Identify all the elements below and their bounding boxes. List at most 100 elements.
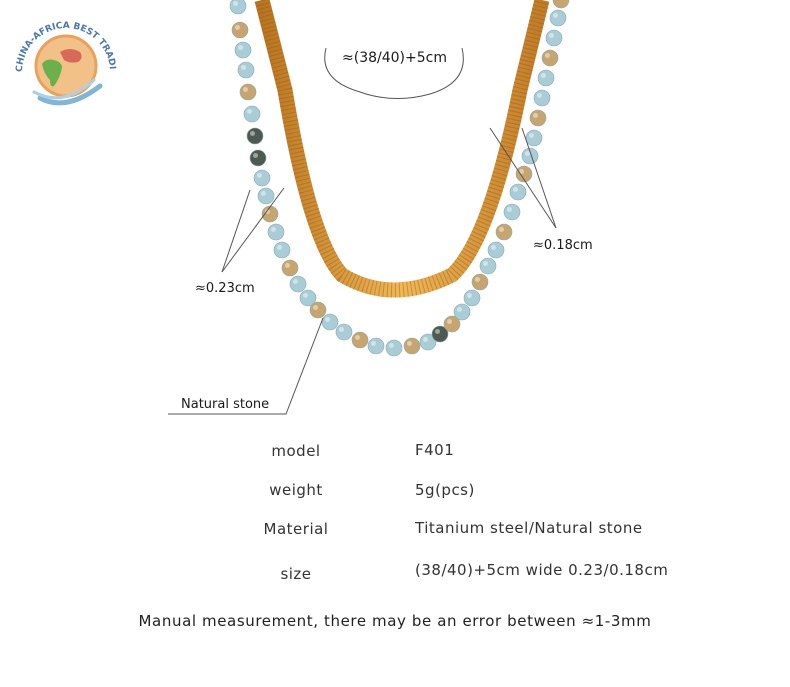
measurement-note: Manual measurement, there may be an erro… bbox=[138, 612, 652, 630]
bead bbox=[471, 273, 489, 291]
bead-strand bbox=[229, 0, 570, 357]
bead-width-callout: ≈0.23cm bbox=[195, 281, 255, 296]
bead-highlight bbox=[233, 1, 238, 6]
bead-width-line bbox=[221, 189, 251, 273]
chain-width-line bbox=[521, 127, 557, 229]
bead bbox=[273, 241, 291, 259]
bead bbox=[351, 331, 369, 349]
bead bbox=[231, 21, 249, 39]
bead bbox=[261, 205, 279, 223]
bead bbox=[299, 289, 317, 307]
brand-logo: CHINA-AFRICA BEST TRADING PLATFORM bbox=[4, 1, 118, 108]
bead-highlight bbox=[513, 187, 518, 192]
bead-highlight bbox=[271, 227, 276, 232]
bead bbox=[515, 165, 533, 183]
bead bbox=[281, 259, 299, 277]
bead-width-line bbox=[221, 187, 285, 273]
bead bbox=[463, 289, 481, 307]
bead bbox=[479, 257, 497, 275]
bead-highlight bbox=[537, 93, 542, 98]
bead-highlight bbox=[507, 207, 512, 212]
bead bbox=[453, 303, 471, 321]
africa-icon bbox=[42, 59, 62, 87]
bead bbox=[257, 187, 275, 205]
bead-highlight bbox=[483, 261, 488, 266]
bead-highlight bbox=[525, 151, 530, 156]
bead bbox=[237, 61, 255, 79]
bead-highlight bbox=[371, 341, 376, 346]
bead bbox=[367, 337, 385, 355]
bead bbox=[253, 169, 271, 187]
bead-highlight bbox=[553, 13, 558, 18]
spec-value-material: Titanium steel/Natural stone bbox=[415, 519, 643, 537]
bead-highlight bbox=[261, 191, 266, 196]
bead-highlight bbox=[303, 293, 308, 298]
bead-highlight bbox=[457, 307, 462, 312]
bead bbox=[243, 105, 261, 123]
bead bbox=[549, 9, 567, 27]
chain-width-line bbox=[489, 127, 557, 229]
bead bbox=[533, 89, 551, 107]
bead-highlight bbox=[243, 87, 248, 92]
bead bbox=[503, 203, 521, 221]
bead-highlight bbox=[339, 327, 344, 332]
bead bbox=[229, 0, 247, 15]
bead bbox=[525, 129, 543, 147]
bead-highlight bbox=[435, 329, 440, 334]
bead bbox=[419, 333, 437, 351]
bead-highlight bbox=[235, 25, 240, 30]
bead-highlight bbox=[475, 277, 480, 282]
bead bbox=[234, 41, 252, 59]
bead bbox=[239, 83, 257, 101]
bead-highlight bbox=[519, 169, 524, 174]
bead bbox=[403, 337, 421, 355]
bead bbox=[309, 301, 327, 319]
gold-chain bbox=[254, 0, 550, 298]
bead-highlight bbox=[241, 65, 246, 70]
bead-highlight bbox=[250, 131, 255, 136]
bead-highlight bbox=[257, 173, 262, 178]
chain-width-callout: ≈0.18cm bbox=[533, 238, 593, 253]
bead-highlight bbox=[447, 319, 452, 324]
bead-highlight bbox=[467, 293, 472, 298]
spec-value-size: (38/40)+5cm wide 0.23/0.18cm bbox=[415, 561, 669, 579]
bead-highlight bbox=[549, 33, 554, 38]
bead-highlight bbox=[253, 153, 258, 158]
bead bbox=[529, 109, 547, 127]
bead bbox=[509, 183, 527, 201]
bead bbox=[289, 275, 307, 293]
bead bbox=[335, 323, 353, 341]
bead-highlight bbox=[285, 263, 290, 268]
bead bbox=[321, 313, 339, 331]
length-callout: ≈(38/40)+5cm bbox=[342, 50, 447, 66]
bead-highlight bbox=[529, 133, 534, 138]
bead bbox=[495, 223, 513, 241]
bead-highlight bbox=[277, 245, 282, 250]
spec-label-size: size bbox=[280, 565, 312, 583]
bead-highlight bbox=[355, 335, 360, 340]
bead bbox=[249, 149, 267, 167]
bead bbox=[521, 147, 539, 165]
china-icon bbox=[60, 49, 82, 63]
spec-label-material: Material bbox=[263, 520, 329, 538]
bead-highlight bbox=[541, 73, 546, 78]
spec-label-weight: weight bbox=[269, 481, 323, 499]
bead-highlight bbox=[247, 109, 252, 114]
bead-highlight bbox=[533, 113, 538, 118]
material-line bbox=[168, 317, 324, 415]
bead-highlight bbox=[545, 53, 550, 58]
bead-highlight bbox=[389, 343, 394, 348]
bead bbox=[246, 127, 264, 145]
bead bbox=[267, 223, 285, 241]
bead-highlight bbox=[407, 341, 412, 346]
bead bbox=[385, 339, 403, 357]
bead-highlight bbox=[313, 305, 318, 310]
spec-value-model: F401 bbox=[415, 441, 455, 459]
bead bbox=[487, 241, 505, 259]
bead bbox=[431, 325, 449, 343]
bead-highlight bbox=[491, 245, 496, 250]
necklace-illustration bbox=[168, 0, 570, 415]
spec-value-weight: 5g(pcs) bbox=[415, 481, 475, 499]
bead-highlight bbox=[325, 317, 330, 322]
bead-highlight bbox=[238, 45, 243, 50]
